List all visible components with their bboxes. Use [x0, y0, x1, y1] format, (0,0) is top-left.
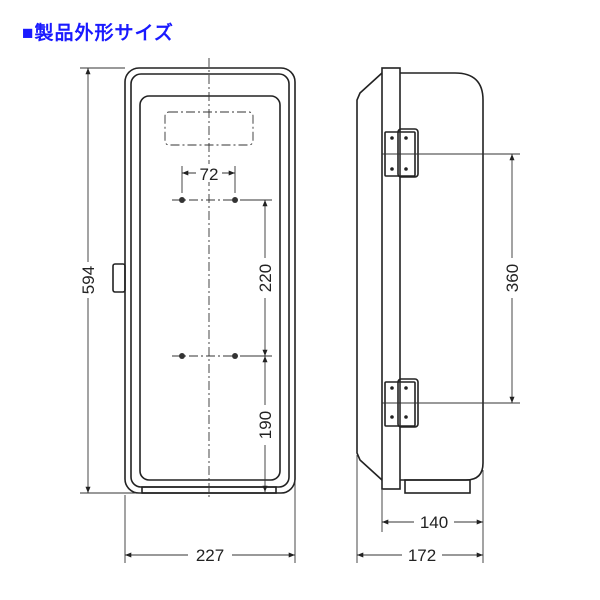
mounting-hole [179, 353, 185, 359]
page-title: ■製品外形サイズ [22, 23, 174, 44]
dim-body-depth-label: 140 [420, 513, 448, 532]
mounting-hole [232, 197, 238, 203]
dim-width-label: 227 [196, 546, 224, 565]
dim-bracket-spacing-label: 360 [503, 264, 522, 292]
side-back-plate [381, 67, 401, 490]
mounting-hole [179, 197, 185, 203]
dim-hole-vertical-label: 220 [256, 264, 275, 292]
dim-base-label: 190 [256, 411, 275, 439]
mounting-hole [232, 353, 238, 359]
side-dimensions: 360 140 172 [356, 153, 524, 565]
dim-hole-horizontal-label: 72 [200, 165, 219, 184]
dim-total-depth-label: 172 [408, 546, 436, 565]
front-dimensions: 594 227 72 220 190 [78, 67, 296, 565]
side-door-shell [356, 72, 383, 481]
front-window-panel [139, 95, 281, 481]
bracket-upper [384, 128, 419, 178]
latch-handle [112, 263, 126, 293]
side-body [400, 72, 484, 481]
side-view [356, 67, 484, 494]
front-view [112, 58, 296, 500]
dim-height-label: 594 [79, 266, 98, 294]
side-foot [404, 479, 471, 494]
